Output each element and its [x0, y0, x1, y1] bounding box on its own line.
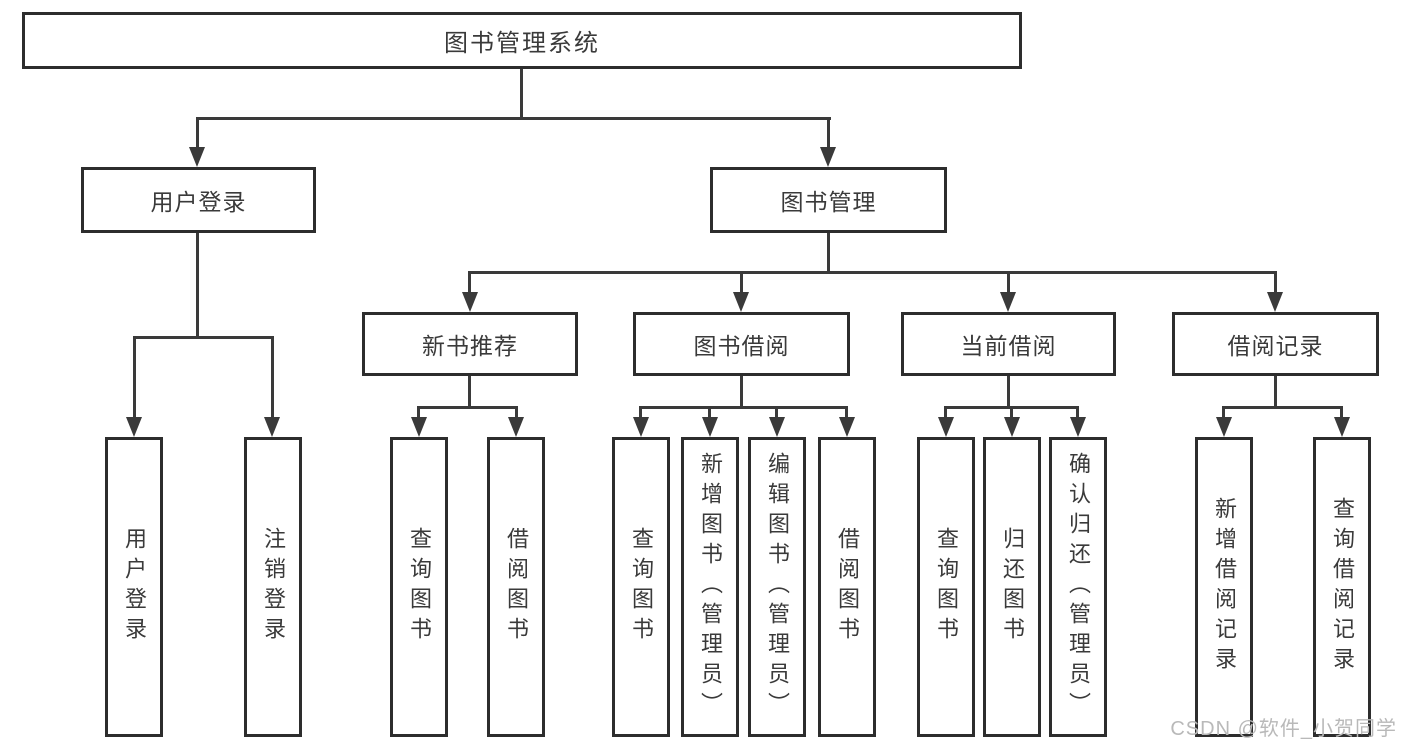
- connector-line: [1076, 406, 1079, 420]
- arrow-down-icon: [1334, 417, 1350, 437]
- connector-line: [740, 376, 743, 408]
- connector-line: [468, 271, 471, 296]
- arrow-down-icon: [733, 292, 749, 312]
- connector-line: [827, 233, 830, 274]
- connector-line: [515, 406, 518, 420]
- connector-line: [1340, 406, 1343, 420]
- connector-line: [740, 271, 743, 296]
- connector-line: [1222, 406, 1343, 409]
- node-current-borrow: 当前借阅: [901, 312, 1116, 376]
- node-book-borrow: 图书借阅: [633, 312, 850, 376]
- arrow-down-icon: [1216, 417, 1232, 437]
- connector-line: [1007, 271, 1010, 296]
- connector-line: [196, 117, 199, 151]
- connector-line: [845, 406, 848, 420]
- connector-line: [1274, 271, 1277, 296]
- connector-line: [468, 376, 471, 408]
- leaf-cb-confirm-return-admin: 确认归还（管理员）: [1049, 437, 1107, 737]
- arrow-down-icon: [633, 417, 649, 437]
- connector-line: [1007, 376, 1010, 408]
- connector-line: [520, 69, 523, 120]
- connector-line: [271, 336, 274, 420]
- arrow-down-icon: [126, 417, 142, 437]
- connector-line: [417, 406, 518, 409]
- leaf-bb-borrow-books: 借阅图书: [818, 437, 876, 737]
- connector-line: [1274, 376, 1277, 408]
- arrow-down-icon: [189, 147, 205, 167]
- connector-line: [196, 233, 199, 339]
- connector-line: [417, 406, 420, 420]
- connector-line: [639, 406, 848, 409]
- leaf-bb-edit-books-admin: 编辑图书（管理员）: [748, 437, 806, 737]
- connector-line: [133, 336, 136, 420]
- leaf-br-query-record: 查询借阅记录: [1313, 437, 1371, 737]
- node-borrow-records: 借阅记录: [1172, 312, 1379, 376]
- leaf-user-login: 用户登录: [105, 437, 163, 737]
- leaf-cb-return-books: 归还图书: [983, 437, 1041, 737]
- connector-line: [708, 406, 711, 420]
- connector-line: [775, 406, 778, 420]
- leaf-br-add-record: 新增借阅记录: [1195, 437, 1253, 737]
- leaf-bb-add-books-admin: 新增图书（管理员）: [681, 437, 739, 737]
- arrow-down-icon: [264, 417, 280, 437]
- node-root-library-system: 图书管理系统: [22, 12, 1022, 69]
- arrow-down-icon: [702, 417, 718, 437]
- arrow-down-icon: [1267, 292, 1283, 312]
- connector-line: [944, 406, 947, 420]
- arrow-down-icon: [839, 417, 855, 437]
- connector-line: [468, 271, 1276, 274]
- leaf-logout: 注销登录: [244, 437, 302, 737]
- arrow-down-icon: [1000, 292, 1016, 312]
- leaf-nb-borrow-books: 借阅图书: [487, 437, 545, 737]
- connector-line: [1222, 406, 1225, 420]
- connector-line: [827, 117, 830, 151]
- arrow-down-icon: [1070, 417, 1086, 437]
- leaf-bb-query-books: 查询图书: [612, 437, 670, 737]
- node-book-management: 图书管理: [710, 167, 947, 233]
- connector-line: [1010, 406, 1013, 420]
- arrow-down-icon: [820, 147, 836, 167]
- connector-line: [133, 336, 274, 339]
- arrow-down-icon: [1004, 417, 1020, 437]
- arrow-down-icon: [938, 417, 954, 437]
- connector-line: [639, 406, 642, 420]
- csdn-watermark: CSDN @软件_小贺同学: [1170, 718, 1397, 740]
- arrow-down-icon: [411, 417, 427, 437]
- arrow-down-icon: [508, 417, 524, 437]
- leaf-cb-query-books: 查询图书: [917, 437, 975, 737]
- arrow-down-icon: [769, 417, 785, 437]
- leaf-nb-query-books: 查询图书: [390, 437, 448, 737]
- node-new-book-recommend: 新书推荐: [362, 312, 578, 376]
- arrow-down-icon: [462, 292, 478, 312]
- node-user-login: 用户登录: [81, 167, 316, 233]
- connector-line: [196, 117, 831, 120]
